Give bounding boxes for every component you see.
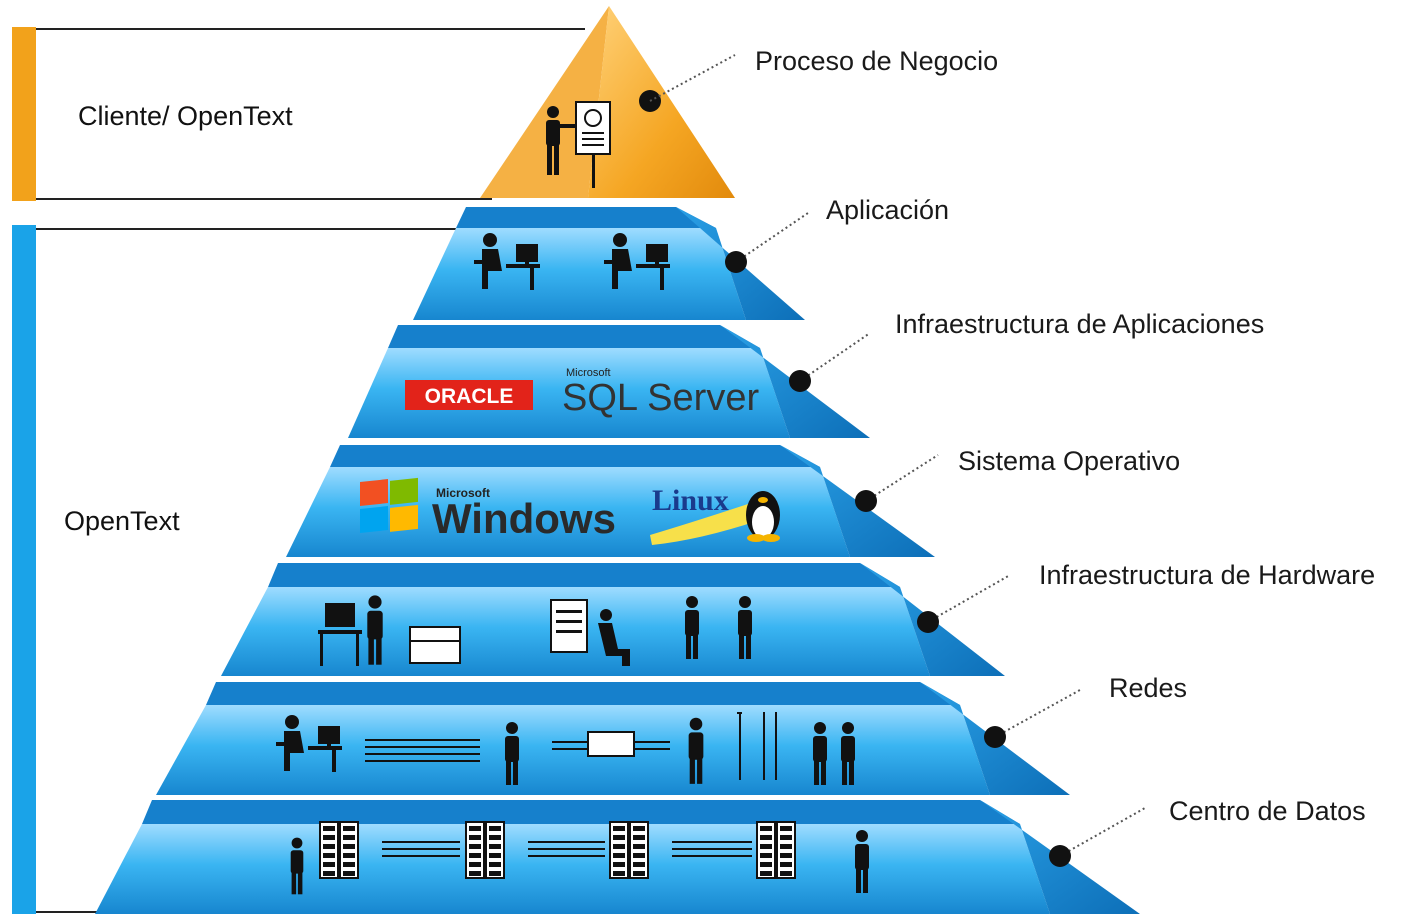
leader-line <box>994 689 1081 738</box>
leader-line <box>865 454 939 502</box>
client-group-label: Cliente/ OpenText <box>78 101 293 131</box>
layer-business-process <box>480 6 736 198</box>
opentext-group-label: OpenText <box>64 506 180 536</box>
layer-top-face <box>142 800 1020 824</box>
server-rack-icon <box>319 821 359 879</box>
marker-dot <box>1049 845 1071 867</box>
desk-user-icon <box>276 715 342 772</box>
bracket-lines <box>36 28 585 913</box>
person-icon <box>841 722 855 785</box>
person-icon <box>505 722 519 785</box>
person-icon <box>367 595 383 665</box>
layer-top-face <box>268 563 900 587</box>
tux-icon <box>746 491 780 542</box>
person-icon <box>688 717 704 784</box>
person-icon <box>738 596 752 659</box>
svg-text:Linux: Linux <box>652 484 729 517</box>
marker-dot <box>917 611 939 633</box>
leader-line <box>927 574 1011 623</box>
technician-icon <box>550 599 630 666</box>
opentext-group-bar <box>12 225 36 914</box>
leader-line <box>1059 807 1146 857</box>
label-operating-system: Sistema Operativo <box>958 446 1181 476</box>
desk-user-icon <box>604 233 670 290</box>
label-data-center: Centro de Datos <box>1169 796 1366 826</box>
svg-text:Microsoft: Microsoft <box>566 367 611 379</box>
layer-app-infrastructure <box>348 325 871 438</box>
client-group-bar <box>12 27 36 201</box>
marker-dot <box>984 726 1006 748</box>
oracle-logo: ORACLE <box>405 380 533 410</box>
marker-dot <box>725 251 747 273</box>
layer-front-face <box>95 824 1050 914</box>
svg-text:Microsoft: Microsoft <box>436 486 490 500</box>
person-icon <box>290 837 304 895</box>
server-rack-icon <box>756 821 796 879</box>
person-icon <box>685 596 699 659</box>
label-app-infrastructure: Infraestructura de Aplicaciones <box>895 309 1265 339</box>
windows-logo: Microsoft Windows <box>360 477 616 542</box>
label-business-process: Proceso de Negocio <box>755 46 999 76</box>
label-networks: Redes <box>1109 673 1188 703</box>
switch-icon <box>587 731 635 757</box>
marker-dot <box>789 370 811 392</box>
leader-line <box>735 212 809 263</box>
layer-top-face <box>456 207 716 228</box>
leader-line <box>799 332 871 382</box>
presenter-icon <box>546 101 611 188</box>
svg-text:SQL Server: SQL Server <box>562 377 759 419</box>
label-application: Aplicación <box>826 195 950 225</box>
server-rack-icon <box>465 821 505 879</box>
computer-desk-icon <box>318 603 461 666</box>
label-hardware-infrastructure: Infraestructura de Hardware <box>1039 560 1376 590</box>
layer-top-face <box>330 445 820 467</box>
svg-text:Windows: Windows <box>432 495 616 542</box>
server-rack-icon <box>609 821 649 879</box>
person-icon <box>813 722 827 785</box>
linux-logo: Linux <box>650 484 780 545</box>
person-icon <box>855 830 869 893</box>
layer-front-face <box>348 348 790 438</box>
layer-front-face <box>413 228 746 320</box>
desk-user-icon <box>474 233 540 290</box>
sql-server-logo: Microsoft SQL Server <box>562 367 759 419</box>
layer-top-face <box>206 682 960 705</box>
svg-text:ORACLE: ORACLE <box>425 385 514 408</box>
marker-dot <box>855 490 877 512</box>
layer-top-face <box>388 325 760 348</box>
